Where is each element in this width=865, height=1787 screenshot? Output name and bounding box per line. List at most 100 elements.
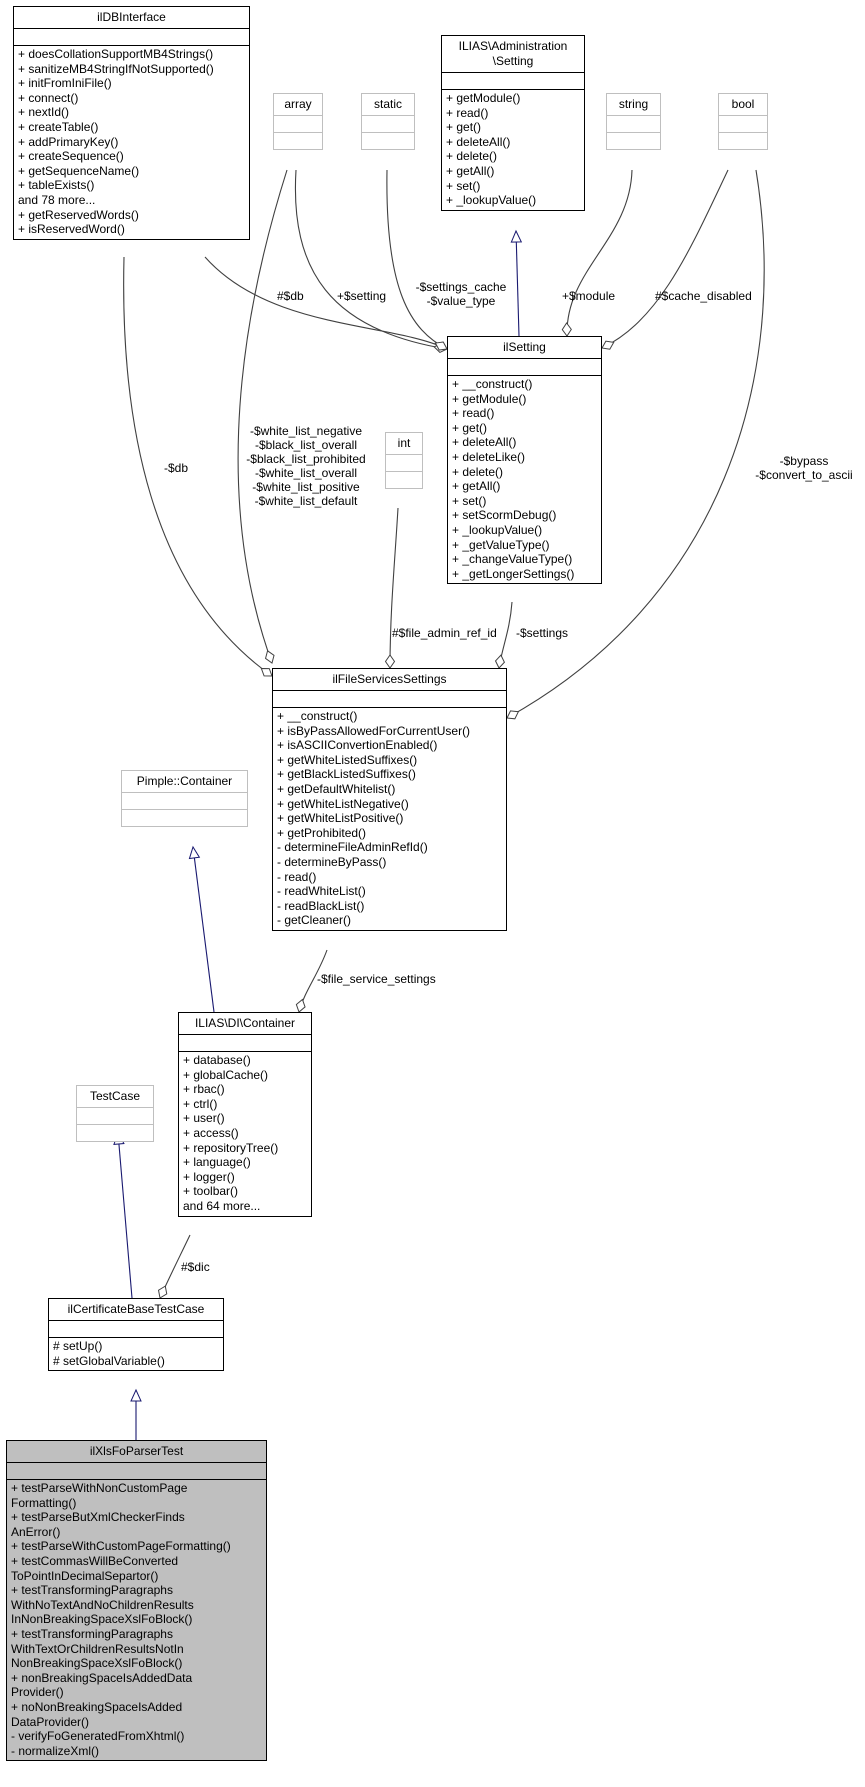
method: - determineByPass(): [277, 854, 387, 869]
method: + get(): [452, 420, 488, 435]
method: + getSequenceName(): [18, 163, 140, 178]
edge-label-line: -$white_list_overall: [254, 466, 358, 480]
methods-section: + __construct() + getModule() + read() +…: [448, 375, 601, 583]
method: - readBlackList(): [277, 898, 365, 913]
edge-label-db-protected: #$db: [277, 289, 304, 303]
method: + ctrl(): [183, 1096, 218, 1111]
class-title: ilXlsFoParserTest: [89, 1444, 184, 1458]
class-title: ILIAS\Administration \Setting: [442, 36, 584, 72]
method: + _changeValueType(): [452, 552, 573, 567]
class-ilxlsfoparsertest: ilXlsFoParserTest + testParseWithNonCust…: [6, 1440, 267, 1762]
methods-section: [122, 809, 247, 826]
class-title-line2: \Setting: [492, 54, 534, 68]
method: + initFromIniFile(): [18, 76, 112, 91]
method: + _getLongerSettings(): [452, 566, 575, 581]
method: + testTransformingParagraphs: [11, 1626, 173, 1641]
edge-basetest-inherits-testcase: [113, 1131, 133, 1299]
method: + language(): [183, 1155, 251, 1170]
attributes-section: [122, 792, 247, 809]
edge-label-module: +$module: [562, 289, 616, 303]
methods-section: [362, 132, 414, 149]
class-title: Pimple::Container: [136, 774, 233, 788]
class-ilsetting: ilSetting + __construct() + getModule() …: [447, 336, 602, 585]
class-title: TestCase: [89, 1089, 141, 1103]
edge-label-setting: +$setting: [337, 289, 387, 303]
edge-ilsetting-inherits-setting: [510, 229, 523, 337]
class-title: int: [397, 436, 411, 450]
method: + testCommasWillBeConverted: [11, 1553, 179, 1568]
method: + _getValueType(): [452, 537, 550, 552]
class-array: array: [273, 93, 323, 150]
method: + isReservedWord(): [18, 222, 125, 237]
methods-section: + database() + globalCache() + rbac() + …: [179, 1051, 311, 1216]
method: + connect(): [18, 90, 79, 105]
attributes-section: [7, 1462, 266, 1479]
method: + delete(): [446, 149, 498, 164]
method: + _lookupValue(): [452, 522, 543, 537]
edge-bool-to-fileservices: [506, 169, 765, 720]
class-ilias-di-container: ILIAS\DI\Container + database() + global…: [178, 1012, 312, 1217]
methods-section: # setUp() # setGlobalVariable(): [49, 1337, 223, 1370]
method: NonBreakingSpaceXslFoBlock(): [11, 1656, 183, 1671]
method: WithTextOrChildrenResultsNotIn: [11, 1641, 184, 1656]
edge-int-to-fileservices: [384, 507, 399, 669]
method: + set(): [446, 178, 481, 193]
method: + _lookupValue(): [446, 193, 537, 208]
edge-label-line: -$bypass: [779, 454, 829, 468]
method: + rbac(): [183, 1082, 225, 1097]
method: + getModule(): [452, 391, 527, 406]
method: + setScormDebug(): [452, 508, 557, 523]
class-title: ilCertificateBaseTestCase: [67, 1302, 205, 1316]
method: + getDefaultWhitelist(): [277, 781, 396, 796]
methods-section: + testParseWithNonCustomPage Formatting(…: [7, 1479, 266, 1760]
methods-section: [386, 471, 422, 488]
class-string: string: [606, 93, 661, 150]
edge-array-to-ilsetting: [294, 169, 448, 353]
class-ilfileservicessettings: ilFileServicesSettings + __construct() +…: [272, 668, 507, 931]
edge-label-settings: -$settings: [516, 626, 569, 640]
edge-label-line: -$white_list_positive: [252, 480, 360, 494]
method: + deleteAll(): [446, 134, 511, 149]
class-title: static: [373, 97, 402, 111]
class-ilias-administration-setting: ILIAS\Administration \Setting + getModul…: [441, 35, 585, 211]
edge-label-line: -$value_type: [426, 294, 496, 308]
attributes-section: [77, 1107, 153, 1124]
edge-dbinterface-to-fileservices: [123, 256, 273, 677]
method: + globalCache(): [183, 1067, 269, 1082]
edge-label-file-service-settings: -$file_service_settings: [317, 972, 436, 986]
method: + doesCollationSupportMB4Strings(): [18, 47, 214, 61]
method: Provider(): [11, 1685, 64, 1700]
method: + sanitizeMB4StringIfNotSupported(): [18, 61, 214, 76]
attributes-section: [179, 1034, 311, 1051]
method: - normalizeXml(): [11, 1743, 100, 1758]
method: - getCleaner(): [277, 913, 352, 928]
class-title: ilFileServicesSettings: [332, 672, 447, 686]
method: + getWhiteListNegative(): [277, 796, 409, 811]
attributes-section: [274, 115, 322, 132]
attributes-section: [448, 358, 601, 375]
class-static: static: [361, 93, 415, 150]
class-title: bool: [731, 97, 755, 111]
method: + createSequence(): [18, 149, 124, 164]
method: + get(): [446, 120, 482, 135]
attributes-section: [607, 115, 660, 132]
edge-label-db-private: -$db: [164, 461, 189, 475]
class-title: ilSetting: [503, 340, 546, 354]
method: + testParseButXmlCheckerFinds: [11, 1510, 185, 1525]
edge-bool-to-ilsetting: [601, 169, 729, 350]
method: + read(): [452, 406, 495, 421]
edge-static-to-ilsetting: [386, 169, 448, 351]
method: + createTable(): [18, 119, 99, 134]
method: + addPrimaryKey(): [18, 134, 119, 149]
method: + toolbar(): [183, 1184, 239, 1199]
method: + getWhiteListedSuffixes(): [277, 752, 418, 767]
method: + testParseWithNonCustomPage: [11, 1481, 188, 1495]
method: + testTransformingParagraphs: [11, 1583, 173, 1598]
methods-section: [77, 1124, 153, 1141]
class-title-line1: ILIAS\Administration: [458, 39, 568, 53]
method: + set(): [452, 493, 487, 508]
method: + __construct(): [452, 377, 533, 391]
method: + getProhibited(): [277, 825, 367, 840]
attributes-section: [442, 72, 584, 89]
method: AnError(): [11, 1524, 61, 1539]
